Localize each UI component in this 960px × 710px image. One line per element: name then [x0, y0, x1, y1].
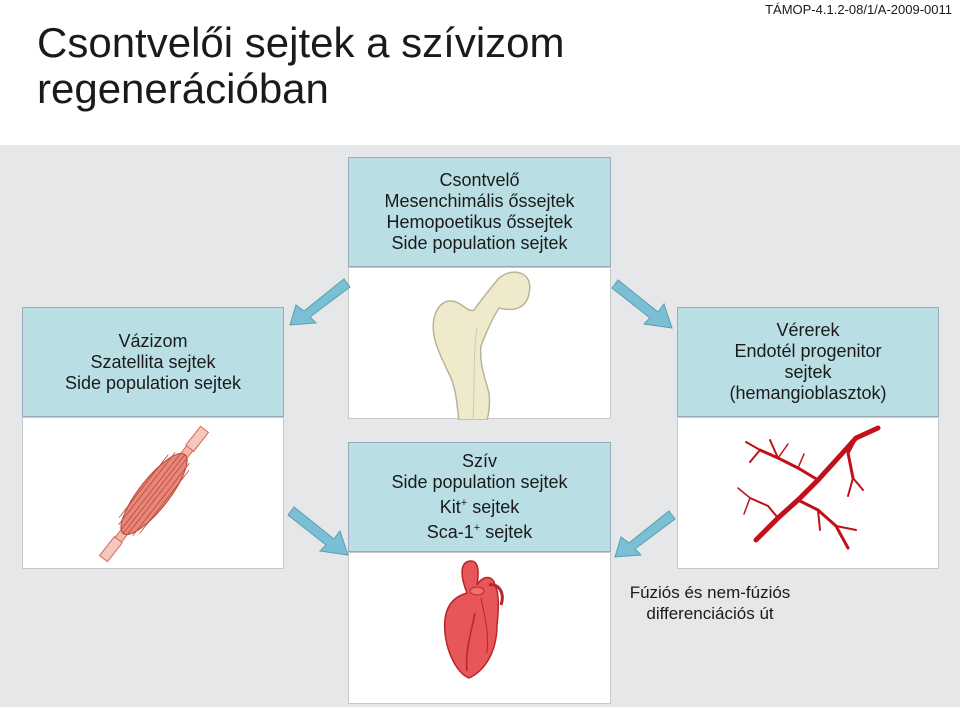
blood-vessels-item: (hemangioblasztok)	[729, 383, 887, 403]
blood-vessels-item: Endotél progenitor	[734, 341, 882, 361]
arrow-icon	[611, 279, 673, 329]
heart-item: Sca-1+ sejtek	[349, 518, 610, 543]
title-line-2: regenerációban	[37, 65, 329, 112]
skeletal-muscle-item: Side population sejtek	[64, 372, 242, 393]
heart-item-text: Kit	[439, 497, 461, 517]
blood-vessels-label-box: Vérerek Endotél progenitor sejtek (heman…	[677, 307, 939, 417]
bone-image-box	[348, 267, 611, 421]
heart-item-sup: +	[473, 522, 481, 534]
bone-marrow-label-box: Csontvelő Mesenchimális őssejtek Hemopoe…	[348, 157, 611, 267]
muscle-icon	[98, 425, 210, 563]
blood-vessels-item: sejtek	[784, 362, 832, 382]
muscle-image-box	[22, 417, 284, 569]
bone-marrow-item: Mesenchimális őssejtek	[384, 191, 575, 211]
blood-vessel-icon	[737, 425, 881, 550]
heart-item-text: sejtek	[480, 522, 533, 542]
skeletal-muscle-item: Szatellita sejtek	[90, 351, 216, 372]
skeletal-muscle-label-box: Vázizom Szatellita sejtek Side populatio…	[22, 307, 284, 417]
femur-bone-icon	[432, 271, 531, 421]
arrow-icon	[287, 506, 349, 556]
footnote-line-2: differenciációs út	[646, 604, 774, 623]
bone-marrow-item: Hemopoetikus őssejtek	[386, 212, 573, 232]
footnote: Fúziós és nem-fúziós differenciációs út	[600, 582, 820, 624]
title-line-1: Csontvelői sejtek a szívizom	[37, 19, 565, 66]
arrow-icon	[289, 278, 351, 326]
heart-icon	[443, 560, 504, 679]
heart-heading: Szív	[461, 451, 497, 471]
heart-item-sup: +	[460, 497, 468, 509]
blood-vessels-heading: Vérerek	[776, 320, 840, 340]
footnote-line-1: Fúziós és nem-fúziós	[629, 583, 791, 602]
arrow-icon	[614, 510, 676, 558]
page-title: Csontvelői sejtek a szívizom regeneráció…	[37, 20, 565, 112]
bone-marrow-item: Side population sejtek	[391, 233, 568, 253]
bone-marrow-heading: Csontvelő	[439, 170, 520, 190]
heart-item: Kit+ sejtek	[349, 493, 610, 518]
heart-item: Side population sejtek	[391, 472, 568, 492]
skeletal-muscle-heading: Vázizom	[118, 330, 188, 351]
project-id: TÁMOP-4.1.2-08/1/A-2009-0011	[765, 2, 952, 17]
heart-item-text: sejtek	[467, 497, 520, 517]
heart-item-text: Sca-1	[426, 522, 474, 542]
heart-image-box	[348, 552, 611, 704]
heart-label-box: Szív Side population sejtek Kit+ sejtek …	[348, 442, 611, 552]
vessel-image-box	[677, 417, 939, 569]
